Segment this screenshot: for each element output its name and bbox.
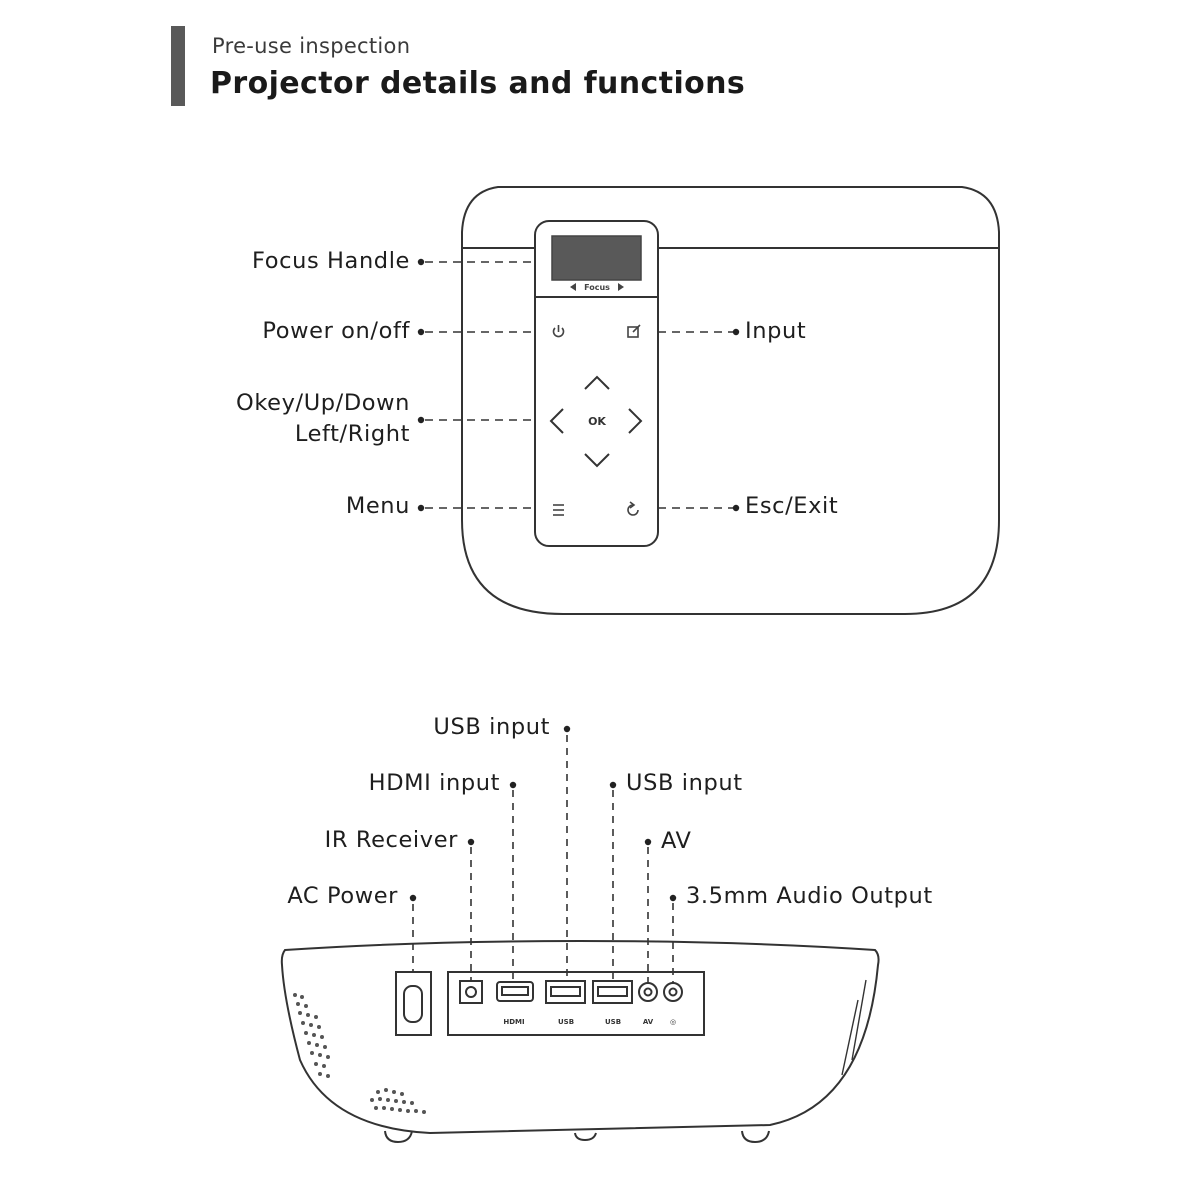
focus-handle-label: Focus Handle [252, 248, 410, 274]
input-icon [627, 324, 641, 338]
av-port-label: AV [643, 1018, 654, 1026]
nav-label-line2: Left/Right [294, 421, 410, 447]
left-foot [384, 1130, 413, 1144]
page-title: Projector details and functions [210, 66, 746, 101]
focus-left-arrow-icon [570, 283, 576, 291]
ok-text: OK [588, 415, 606, 428]
audio-port [663, 982, 683, 1002]
focus-right-arrow-icon [618, 283, 624, 291]
hdmi-port-label: HDMI [503, 1018, 524, 1026]
header-accent-bar [171, 26, 185, 106]
usb-port-2 [592, 980, 633, 1004]
power-icon [552, 325, 565, 338]
up-arrow-icon [584, 375, 610, 390]
audio-output-label: 3.5mm Audio Output [686, 883, 933, 909]
left-arrow-icon [549, 408, 564, 434]
hdmi-input-label: HDMI input [368, 770, 500, 796]
av-label: AV [661, 828, 692, 854]
esc-label: Esc/Exit [745, 493, 839, 519]
power-label: Power on/off [262, 318, 410, 344]
usb-input-right-label: USB input [626, 770, 743, 796]
hdmi-port [496, 981, 534, 1002]
projector-rear-body [280, 939, 880, 1135]
focus-display-window [551, 235, 642, 281]
exit-icon [627, 501, 639, 516]
port-panel [447, 971, 705, 1036]
input-label: Input [745, 318, 807, 344]
section-label: Pre-use inspection [212, 34, 411, 58]
av-port [638, 982, 658, 1002]
usb-input-top-label: USB input [433, 714, 550, 740]
down-arrow-icon [584, 453, 610, 468]
ac-power-label: AC Power [287, 883, 398, 909]
right-arrow-icon [628, 408, 643, 434]
right-foot [741, 1130, 770, 1144]
usb-port-1-label: USB [558, 1018, 574, 1026]
audio-port-label: ◎ [670, 1018, 676, 1026]
left-vent-dots [293, 993, 330, 1078]
focus-text: Focus [584, 283, 610, 292]
usb-port-1 [545, 980, 586, 1004]
ir-receiver-label: IR Receiver [324, 827, 458, 853]
center-foot [574, 1132, 597, 1142]
menu-icon [553, 504, 564, 516]
menu-label: Menu [345, 493, 410, 519]
control-panel [534, 220, 659, 547]
ir-receiver [459, 980, 483, 1004]
ac-power-socket [395, 971, 432, 1036]
nav-label-line1: Okey/Up/Down [236, 390, 410, 416]
projector-top-body [461, 186, 1000, 615]
usb-port-2-label: USB [605, 1018, 621, 1026]
speaker-dots [370, 1088, 426, 1114]
